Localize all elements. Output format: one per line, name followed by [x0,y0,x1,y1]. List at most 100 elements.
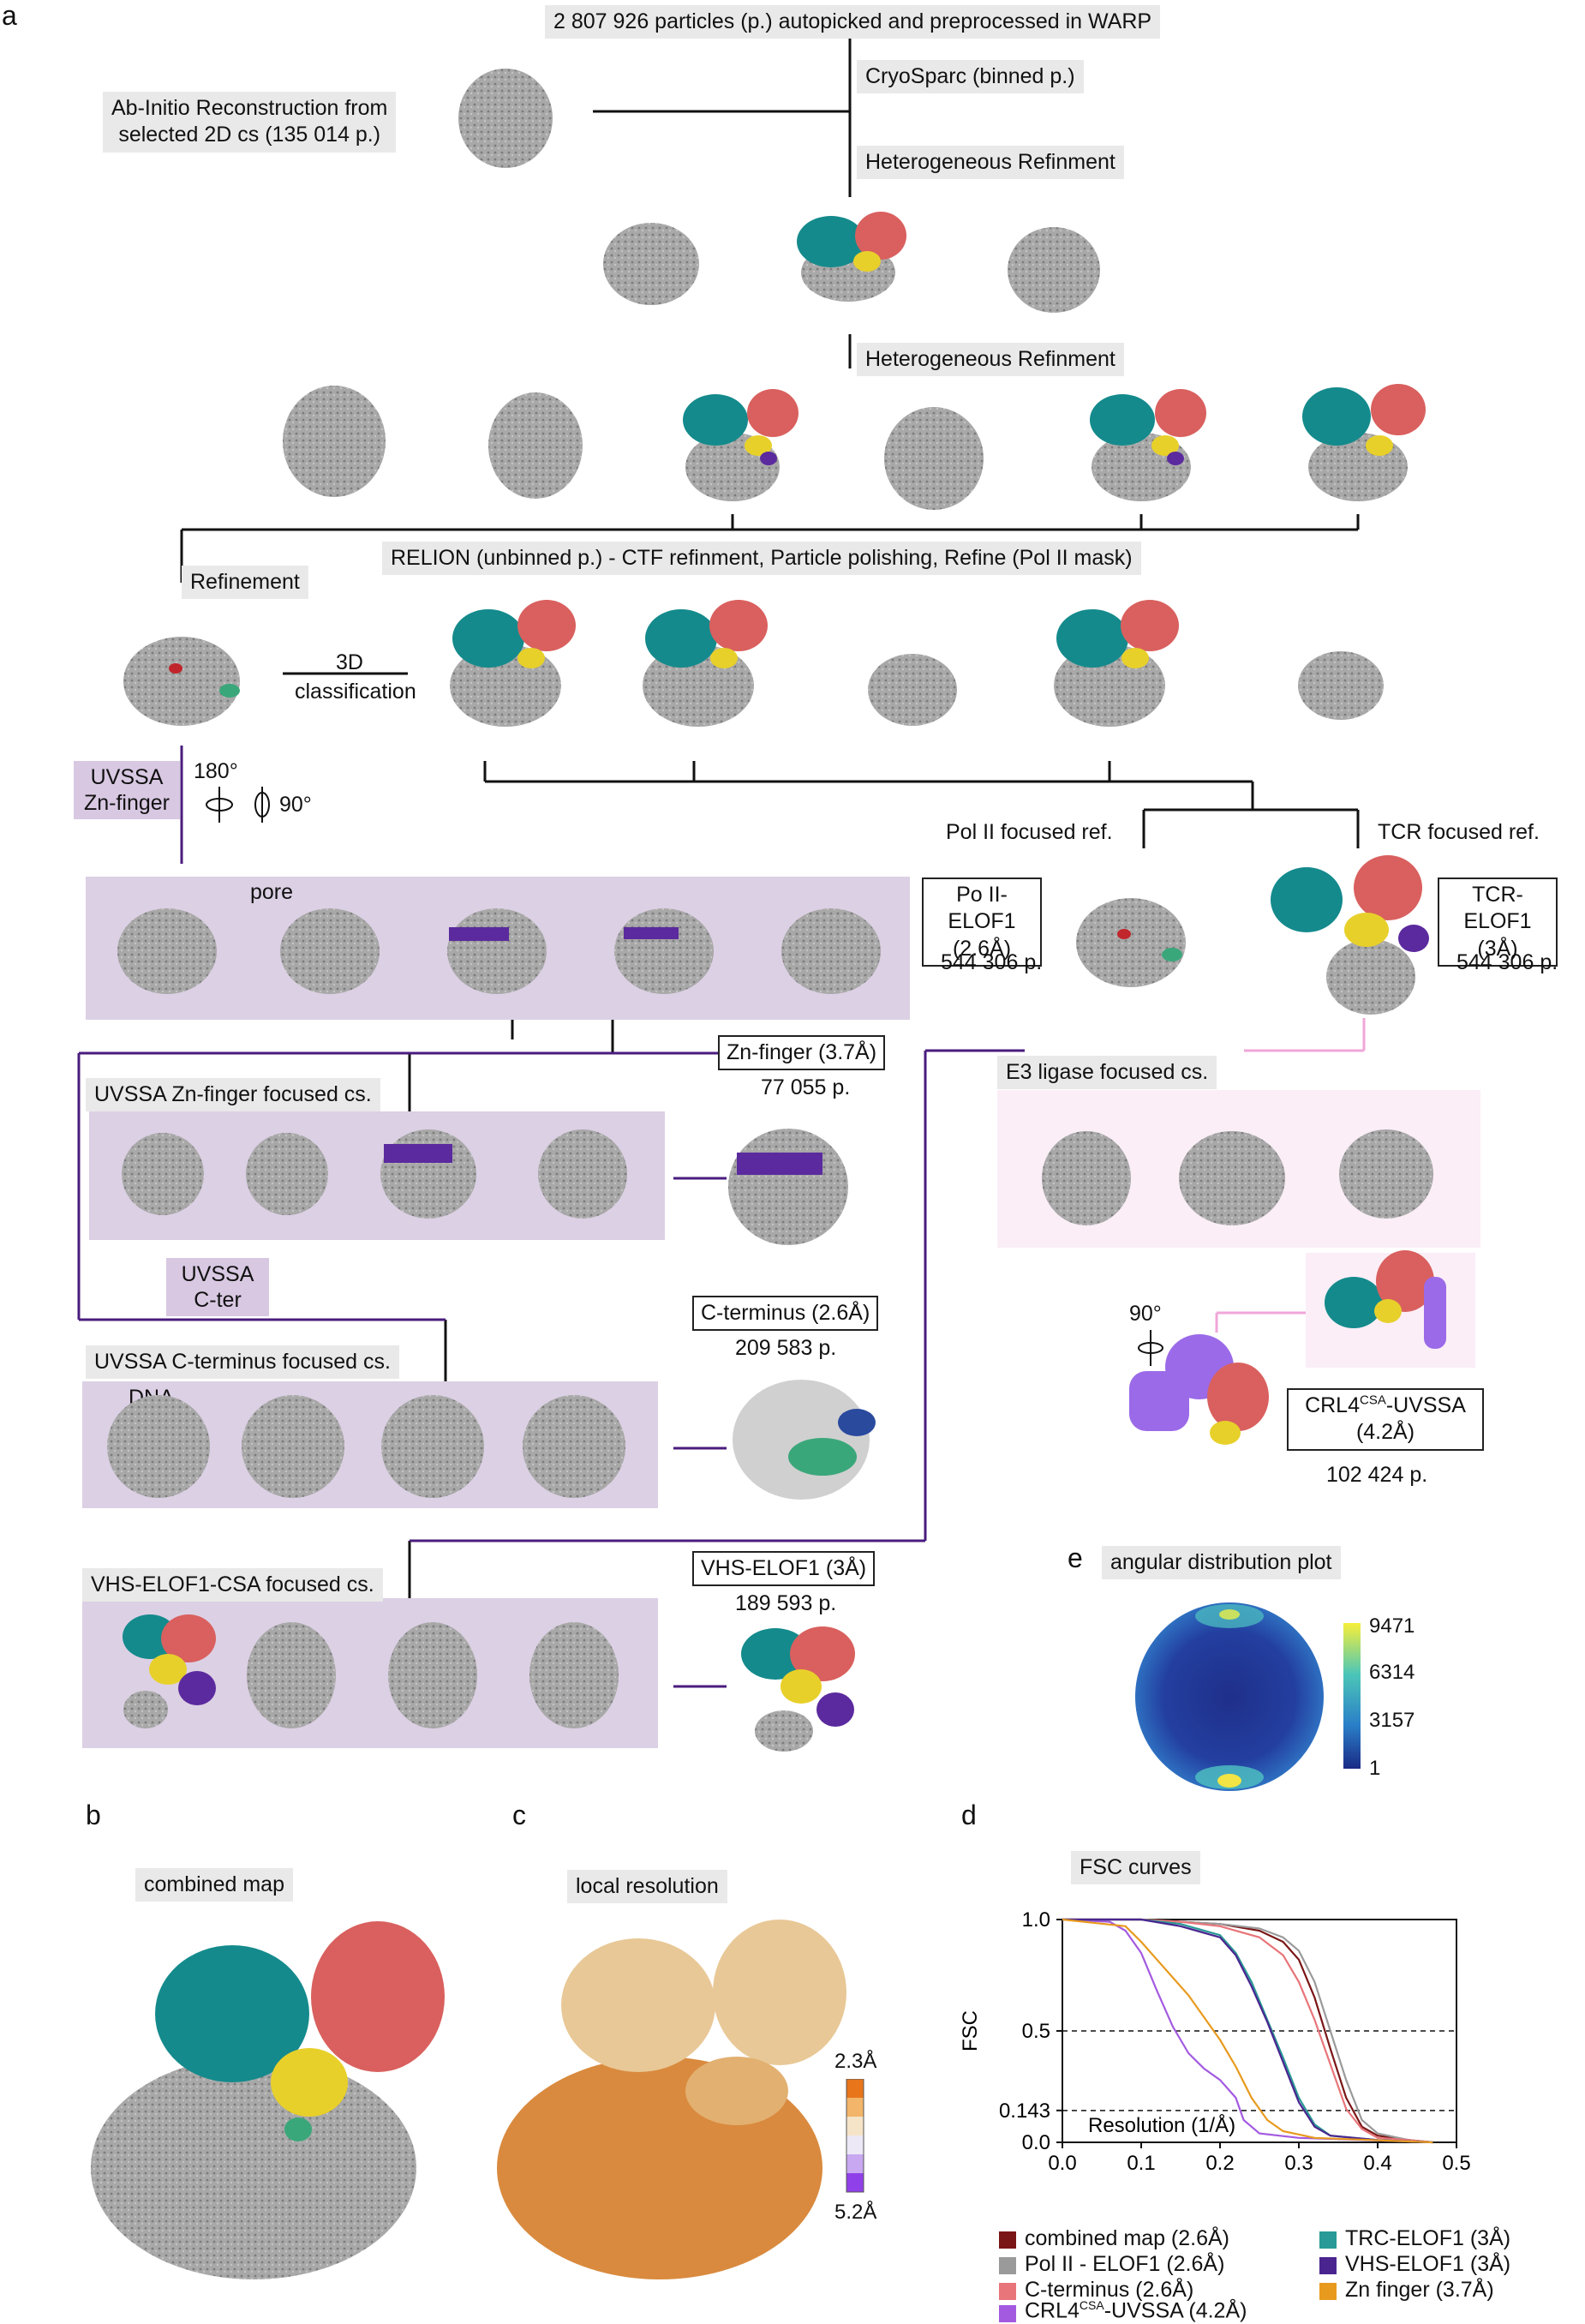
map-znf-3 [380,1129,476,1219]
crl4-count: 102 424 p. [1326,1463,1428,1487]
map-cterm-final [733,1380,876,1500]
pore-label: pore [250,880,294,904]
legend-swatch-combined [999,2231,1016,2249]
po2-count: 544 306 p. [941,950,1043,974]
uvssa-zn-label: UVSSA Zn-finger [74,761,180,819]
map-crl4-small [1325,1250,1446,1349]
crl4-box: CRL4CSA-UVSSA (4.2Å) [1287,1388,1484,1451]
map-ct-4 [523,1395,625,1498]
cryoem-map-thumbnails [107,69,1446,1752]
map-3d-1 [450,600,576,727]
zn-finger-box: Zn-finger (3.7Å) [718,1035,886,1071]
uvssa-cter-label: UVSSA C-ter [166,1258,269,1316]
legend-trc: TRC-ELOF1 (3Å) [1345,2226,1511,2250]
angular-tick-3: 3157 [1369,1709,1415,1732]
local-resolution-label: local resolution [567,1870,727,1904]
fsc-series-line-5 [1062,1918,1433,2144]
legend-swatch-cterm [999,2283,1016,2300]
fsc-ytick-label-2: 0.143 [999,2099,1050,2123]
rotation-90: 90° [279,793,312,817]
vhs-box: VHS-ELOF1 (3Å) [692,1551,876,1587]
uvssa-zn-focused-label: UVSSA Zn-finger focused cs. [86,1078,380,1112]
map-e3-2 [1179,1131,1285,1225]
legend-zn: Zn finger (3.7Å) [1345,2278,1494,2302]
po2-elof1-line2: (2.6Å) [952,936,1012,961]
uvssa-cterm-focused-label: UVSSA C-terminus focused cs. [86,1345,399,1380]
map-zn-class-5 [781,908,881,994]
classification-3d: 3D [336,650,363,674]
map-vhs-1 [123,1614,216,1728]
hetero-refinement-1: Heterogeneous Refinment [857,146,1124,180]
panel-letter-d: d [961,1800,977,1830]
map-e3-1 [1042,1131,1131,1225]
local-resolution-colorbar [846,2079,864,2193]
map-zn-class-2 [280,908,380,994]
fsc-series-line-3 [1062,1918,1433,2144]
tcr-focused-label: TCR focused ref. [1378,820,1540,844]
fsc-title: FSC curves [1071,1851,1200,1885]
map-vhs-final [741,1626,855,1752]
combined-map-label: combined map [135,1868,293,1902]
angular-tick-1: 9471 [1369,1614,1415,1638]
local-res-bottom: 5.2Å [834,2201,877,2224]
map-refined [123,637,240,726]
uvssa-cter-line2: C-ter [194,1288,242,1312]
map-vhs-3 [388,1622,477,1728]
ab-initio-line2: selected 2D cs (135 014 p.) [118,123,381,147]
fsc-xtick-label-4: 0.4 [1363,2152,1391,2175]
hetero-refinement-2: Heterogeneous Refinment [857,343,1124,377]
fsc-xlabel: Resolution (1/Å) [1088,2113,1235,2137]
legend-vhs: VHS-ELOF1 (3Å) [1345,2252,1511,2276]
map-znf-2 [246,1133,328,1215]
map-zn-class-3 [447,908,547,994]
rotation-icon-b [1138,1330,1163,1366]
e3-focused-label: E3 ligase focused cs. [997,1056,1217,1090]
angular-distribution-label: angular distribution plot [1102,1546,1341,1580]
legend-combined: combined map (2.6Å) [1025,2226,1230,2250]
cryosparc-label: CryoSparc (binned p.) [857,60,1084,94]
ab-initio-line1: Ab-Initio Reconstruction from [111,96,388,120]
po2-elof1-line1: Po II-ELOF1 [948,883,1016,934]
map-3d-3 [868,654,957,726]
map-znf-4 [538,1129,627,1219]
map-h2-6 [1302,384,1426,501]
vhs-focused-label: VHS-ELOF1-CSA focused cs. [82,1568,383,1602]
tcr-count: 544 306 p. [1456,950,1558,974]
legend-swatch-vhs [1319,2257,1337,2274]
classification-word: classification [295,680,416,704]
panel-letter-a: a [2,0,17,31]
map-zn-class-1 [117,908,217,994]
map-h2-5 [1090,389,1206,501]
zn-count: 77 055 p. [761,1075,851,1099]
map-po2-elof1 [1076,898,1186,987]
tcr-elof1-box: TCR-ELOF1 (3Å) [1438,877,1558,967]
legend-swatch-pol2 [999,2257,1016,2274]
panel-letter-b: b [86,1800,101,1830]
uvssa-cter-line1: UVSSA [181,1262,254,1286]
fsc-ytick-label-1: 0.5 [1022,2020,1050,2043]
panel-letter-e: e [1068,1542,1083,1573]
legend-swatch-crl4 [999,2305,1016,2322]
panel-letter-c: c [512,1800,526,1830]
fsc-xtick-label-5: 0.5 [1442,2152,1470,2175]
fsc-series-line-2 [1062,1918,1433,2144]
map-ct-3 [381,1395,484,1498]
cterm-count: 209 583 p. [735,1336,837,1360]
fsc-ytick-label-3: 0.0 [1022,2131,1050,2154]
map-3d-4 [1054,600,1179,727]
fsc-ylabel: FSC [959,2010,982,2051]
map-crl4-large [1129,1334,1269,1445]
map-hetero-1c [1008,227,1100,313]
ab-initio-label: Ab-Initio Reconstruction from selected 2… [103,92,397,153]
rotation-90-b: 90° [1129,1302,1162,1326]
map-tcr-elof1 [1271,855,1429,1015]
fsc-xtick-label-1: 0.1 [1127,2152,1155,2175]
angular-tick-4: 1 [1369,1757,1381,1780]
fsc-xtick-label-0: 0.0 [1048,2152,1076,2175]
map-znf-1 [122,1133,204,1215]
map-e3-3 [1339,1129,1433,1219]
fsc-ytick-label-0: 1.0 [1022,1908,1050,1932]
map-h2-2 [488,392,583,499]
